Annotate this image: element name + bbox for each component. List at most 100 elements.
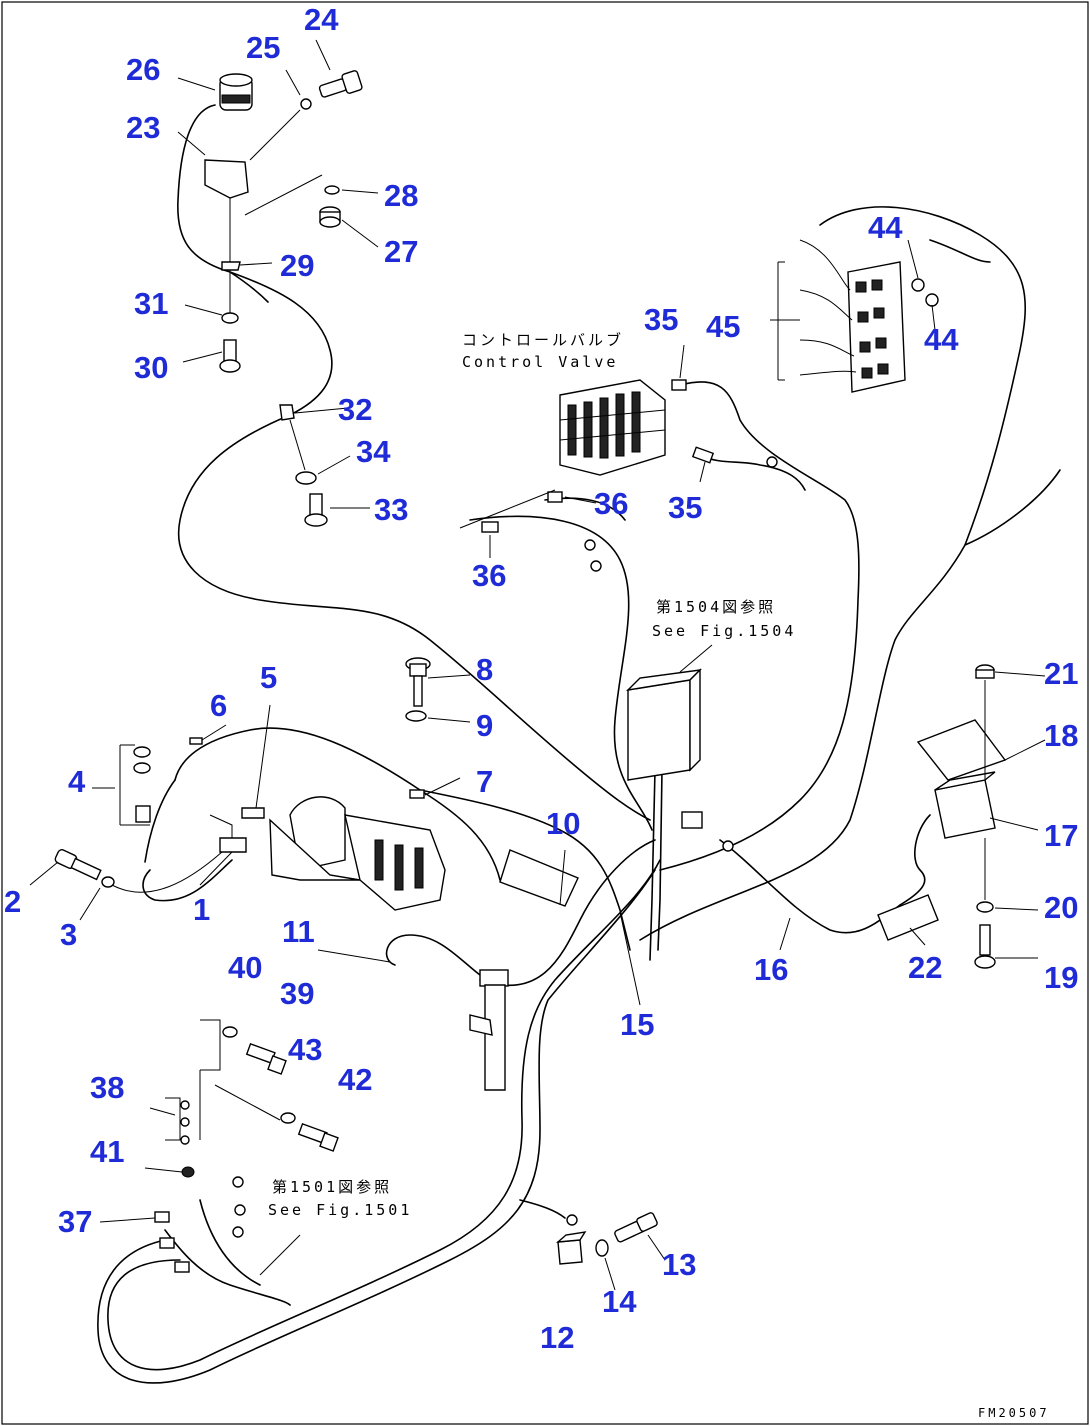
callout-29: 29 (280, 248, 314, 283)
callout-27: 27 (384, 234, 418, 269)
connectors-37 (154, 1176, 246, 1273)
callout-1: 1 (193, 892, 210, 927)
fuse-box-45 (777, 239, 906, 393)
callout-4: 4 (68, 764, 86, 799)
drawing-code: FM20507 (978, 1406, 1050, 1420)
bolt-30 (219, 339, 241, 373)
see-fig-1501-en: See Fig.1501 (268, 1201, 412, 1219)
grommet-41 (181, 1166, 195, 1178)
bolt-39 (245, 1042, 287, 1075)
callout-32: 32 (338, 392, 372, 427)
washer-28 (324, 185, 340, 195)
connector-16 (681, 811, 703, 829)
callout-40: 40 (228, 950, 262, 985)
callout-36-lower: 36 (472, 558, 506, 593)
plate-18 (916, 719, 1007, 781)
nut-21 (975, 664, 995, 679)
callout-35-upper: 35 (644, 302, 678, 337)
connector-35a (671, 379, 687, 391)
callout-44-lower: 44 (924, 322, 959, 357)
bracket-11 (469, 969, 509, 1091)
clip-7 (409, 789, 425, 799)
callout-26: 26 (126, 52, 160, 87)
callout-21: 21 (1044, 656, 1078, 691)
connector-36b (481, 521, 499, 533)
callout-31: 31 (134, 286, 168, 321)
connector-36a (547, 491, 563, 503)
callout-6: 6 (210, 688, 227, 723)
callout-36-upper: 36 (594, 486, 628, 521)
buzzer-26 (219, 73, 253, 111)
pump-motor (269, 796, 446, 911)
callout-14: 14 (602, 1284, 637, 1319)
see-fig-1504-jp: 第1504図参照 (656, 598, 776, 616)
callout-13: 13 (662, 1247, 696, 1282)
leader-lines (29, 39, 1046, 1291)
callout-42: 42 (338, 1062, 372, 1097)
callout-20: 20 (1044, 890, 1078, 925)
callout-15: 15 (620, 1007, 654, 1042)
callout-45: 45 (706, 309, 740, 344)
callout-19: 19 (1044, 960, 1078, 995)
callout-22: 22 (908, 950, 942, 985)
washer-40 (222, 1026, 238, 1038)
clip-6 (189, 737, 203, 745)
callout-35-lower: 35 (668, 490, 702, 525)
relay-44a (911, 278, 925, 292)
bolt-8 (405, 657, 431, 707)
callout-43: 43 (288, 1032, 322, 1067)
callout-44-upper: 44 (868, 210, 903, 245)
washer-20 (976, 901, 994, 913)
callout-18: 18 (1044, 718, 1078, 753)
callout-7: 7 (476, 764, 493, 799)
washer-14 (595, 1239, 609, 1257)
components (54, 70, 1007, 1276)
relay-box-17 (934, 771, 996, 839)
harness-wires (97, 104, 1061, 1384)
callout-28: 28 (384, 178, 418, 213)
callout-23: 23 (126, 110, 160, 145)
bracket-1 (219, 837, 247, 853)
see-fig-1501-jp: 第1501図参照 (272, 1178, 392, 1196)
callout-8: 8 (476, 652, 493, 687)
callout-34: 34 (356, 434, 391, 469)
clip-29 (221, 261, 241, 271)
callout-33: 33 (374, 492, 408, 527)
bolt-24 (318, 70, 363, 98)
washer-25 (300, 98, 312, 110)
washer-31 (221, 312, 239, 324)
cover-10 (499, 849, 579, 907)
washer-34 (295, 471, 317, 485)
bolt-13 (614, 1212, 658, 1243)
control-valve-label-jp: コントロールバルブ (462, 331, 624, 349)
cover-22 (877, 894, 939, 941)
nut-27 (319, 206, 341, 228)
callout-30: 30 (134, 350, 168, 385)
washer-9 (405, 710, 427, 722)
callout-17: 17 (1044, 818, 1078, 853)
callout-38: 38 (90, 1070, 124, 1105)
connectors-38 (180, 1100, 190, 1145)
callout-12: 12 (540, 1320, 574, 1355)
washer-42a (280, 1112, 296, 1124)
callout-9: 9 (476, 708, 493, 743)
reference-notes: コントロールバルブ Control Valve 第1504図参照 See Fig… (268, 331, 1050, 1420)
bolt-33 (304, 493, 328, 527)
bracket-23 (204, 159, 249, 199)
callout-2: 2 (4, 884, 21, 919)
callout-24: 24 (304, 2, 339, 37)
bolt-19 (974, 924, 996, 969)
clip-32 (279, 404, 295, 421)
callout-16: 16 (754, 952, 788, 987)
controller-box (625, 668, 702, 781)
callout-3: 3 (60, 917, 77, 952)
control-valve-label-en: Control Valve (462, 353, 618, 371)
callout-39: 39 (280, 976, 314, 1011)
relay-4 (119, 744, 151, 826)
clip-5 (241, 807, 265, 819)
callout-5: 5 (260, 660, 277, 695)
control-valve (559, 379, 666, 476)
bolt-42 (297, 1122, 339, 1152)
connector-35b (691, 446, 715, 464)
